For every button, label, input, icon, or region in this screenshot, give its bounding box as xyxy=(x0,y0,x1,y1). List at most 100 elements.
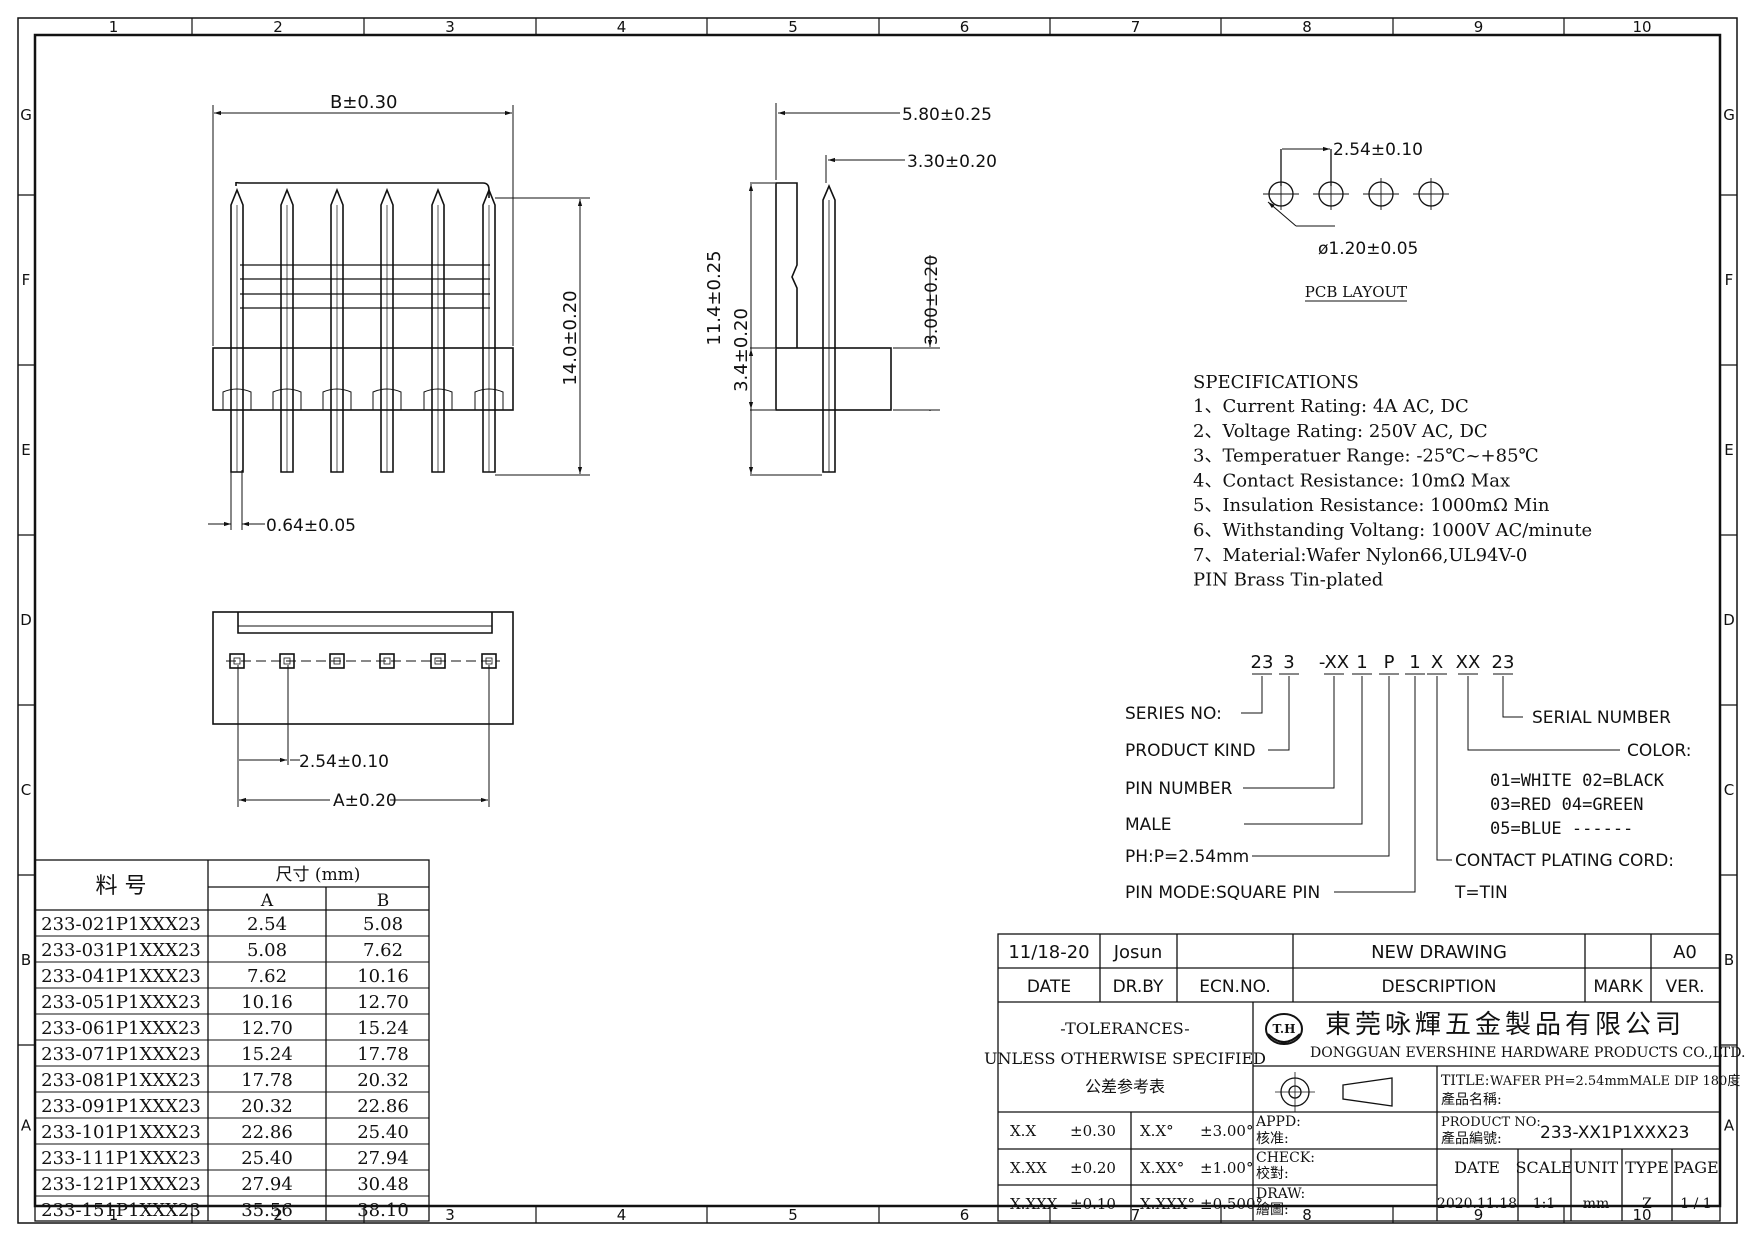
part-number: 233-031P1XXX23 xyxy=(41,940,201,961)
code-segment: 23 xyxy=(1251,652,1274,673)
dim-b: 25.40 xyxy=(357,1122,409,1143)
color-option: 01=WHITE 02=BLACK xyxy=(1490,771,1665,791)
dim-a: 7.62 xyxy=(247,966,287,987)
spec-item: 1、Current Rating: 4A AC, DC xyxy=(1193,396,1469,417)
pcb-layout xyxy=(1263,146,1449,302)
part-number: 233-051P1XXX23 xyxy=(41,992,201,1013)
row-label-right: F xyxy=(1725,271,1734,289)
code-label: PRODUCT KIND xyxy=(1125,741,1256,761)
code-label: PIN MODE:SQUARE PIN xyxy=(1125,883,1320,903)
front-view xyxy=(212,181,514,473)
row-label-left: A xyxy=(21,1117,32,1135)
spec-item: 4、Contact Resistance: 10mΩ Max xyxy=(1193,470,1510,491)
footer-unit-value: mm xyxy=(1583,1196,1610,1212)
front-height-dim: 14.0±0.20 xyxy=(560,290,581,385)
row-label-left: F xyxy=(22,271,31,289)
part-number: 233-111P1XXX23 xyxy=(41,1148,201,1169)
pcb-pitch-dim: 2.54±0.10 xyxy=(1333,140,1423,160)
tolerance-subtitle: UNLESS OTHERWISE SPECIFIED xyxy=(984,1049,1266,1068)
part-number: 233-071P1XXX23 xyxy=(41,1044,201,1065)
spec-item: 5、Insulation Resistance: 1000mΩ Min xyxy=(1193,495,1550,516)
column-label-top: 3 xyxy=(445,18,455,36)
draw-label: DRAW: xyxy=(1256,1186,1305,1202)
code-segment: X xyxy=(1431,652,1443,673)
check-cn: 校對: xyxy=(1256,1165,1289,1182)
top-pin xyxy=(379,653,395,669)
dim-b: 7.62 xyxy=(363,940,403,961)
parts-header-b: B xyxy=(377,891,390,911)
tolerance-cell: ±0.10 xyxy=(1070,1195,1116,1213)
dim-a: 17.78 xyxy=(241,1070,293,1091)
dim-a: 25.40 xyxy=(241,1148,293,1169)
front-pin xyxy=(431,187,445,473)
code-label: PIN NUMBER xyxy=(1125,779,1233,799)
dim-b: 27.94 xyxy=(357,1148,409,1169)
top-pin xyxy=(430,653,446,669)
row-label-right: A xyxy=(1724,1117,1735,1135)
check-label: CHECK: xyxy=(1256,1150,1315,1166)
company-logo: T.H xyxy=(1265,1013,1303,1045)
header-drby: DR.BY xyxy=(1113,977,1164,997)
front-pin xyxy=(230,187,244,473)
footer-type-value: Z xyxy=(1642,1196,1652,1212)
top-pin xyxy=(329,653,345,669)
product-no-value: 233-XX1P1XXX23 xyxy=(1540,1123,1689,1143)
dim-b: 17.78 xyxy=(357,1044,409,1065)
column-label-bottom: 4 xyxy=(617,1206,627,1224)
column-label-bottom: 7 xyxy=(1131,1206,1141,1224)
row-label-right: C xyxy=(1724,781,1734,799)
parts-header-a: A xyxy=(260,891,274,911)
column-label-top: 2 xyxy=(273,18,283,36)
side-view xyxy=(775,182,892,473)
dim-b: 20.32 xyxy=(357,1070,409,1091)
header-mark: MARK xyxy=(1593,977,1643,997)
projection-symbol xyxy=(1275,1072,1393,1112)
code-segment: -XX xyxy=(1319,652,1349,673)
header-date: DATE xyxy=(1027,977,1071,997)
column-label-top: 7 xyxy=(1131,18,1141,36)
side-height-dim: 11.4±0.25 xyxy=(704,250,725,345)
side-base-dim: 3.4±0.20 xyxy=(731,308,752,392)
dim-b: 22.86 xyxy=(357,1096,409,1117)
tolerance-title: -TOLERANCES- xyxy=(1060,1019,1189,1038)
front-pin xyxy=(280,187,294,473)
row-label-right: E xyxy=(1724,441,1733,459)
top-view xyxy=(212,611,514,725)
front-pin xyxy=(330,187,344,473)
dim-b: 38.10 xyxy=(357,1200,409,1221)
draw-cn: 繪圖: xyxy=(1256,1201,1289,1218)
column-label-top: 1 xyxy=(109,18,119,36)
dim-a: 15.24 xyxy=(241,1044,293,1065)
footer-unit-label: UNIT xyxy=(1574,1158,1619,1177)
svg-text:T.H: T.H xyxy=(1273,1022,1296,1036)
dim-a: 22.86 xyxy=(241,1122,293,1143)
top-overall-dim: A±0.20 xyxy=(333,791,397,811)
rev-date: 11/18-20 xyxy=(1008,942,1089,963)
column-label-top: 10 xyxy=(1632,18,1651,36)
rev-drawn-by: Josun xyxy=(1113,942,1163,963)
top-dim-mask xyxy=(330,788,390,808)
dim-a: 2.54 xyxy=(247,914,287,935)
part-number: 233-061P1XXX23 xyxy=(41,1018,201,1039)
column-label-bottom: 5 xyxy=(788,1206,798,1224)
rev-description: NEW DRAWING xyxy=(1371,942,1507,963)
tolerance-cn: 公差参考表 xyxy=(1085,1077,1165,1096)
parts-header-part: 料 号 xyxy=(96,874,147,899)
approved-label: APPD: xyxy=(1255,1114,1301,1130)
tolerance-cell: X.X xyxy=(1010,1122,1036,1140)
spec-item: 3、Temperatuer Range: -25℃~+85℃ xyxy=(1193,446,1539,467)
side-dimensions xyxy=(748,103,940,476)
tolerance-cell: ±0.20 xyxy=(1070,1159,1116,1177)
color-title: COLOR: xyxy=(1627,741,1692,761)
front-dimensions xyxy=(208,105,590,530)
color-option: 05=BLUE ------ xyxy=(1490,819,1633,839)
tolerance-cell: ±3.00° xyxy=(1200,1122,1253,1140)
plating-value: T=TIN xyxy=(1454,883,1508,903)
column-label-top: 8 xyxy=(1302,18,1312,36)
company-name-en: DONGGUAN EVERSHINE HARDWARE PRODUCTS CO.… xyxy=(1310,1045,1745,1061)
pcb-layout-label: PCB LAYOUT xyxy=(1305,283,1407,301)
title-block xyxy=(997,933,1721,1222)
row-label-right: G xyxy=(1723,106,1735,124)
